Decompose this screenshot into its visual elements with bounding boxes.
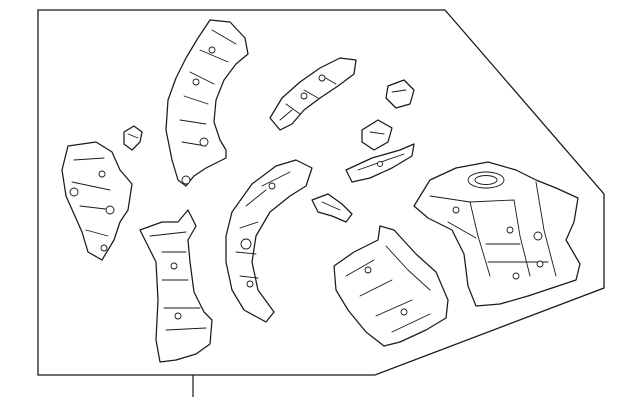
part-reinforcement-bracket (345, 143, 415, 183)
part-upper-rail-bracket (269, 57, 357, 131)
part-small-brace (311, 193, 353, 223)
part-front-pillar-panel (139, 209, 213, 363)
part-upper-rail-panel (165, 19, 249, 187)
part-small-gusset (385, 79, 415, 109)
part-small-clip (123, 125, 143, 151)
part-mount-bracket (361, 119, 393, 151)
part-lower-apron-panel (333, 225, 449, 347)
part-rear-shock-tower-assembly (413, 161, 581, 307)
part-wheelhouse-arch (225, 159, 313, 323)
part-left-bracket (61, 141, 133, 261)
